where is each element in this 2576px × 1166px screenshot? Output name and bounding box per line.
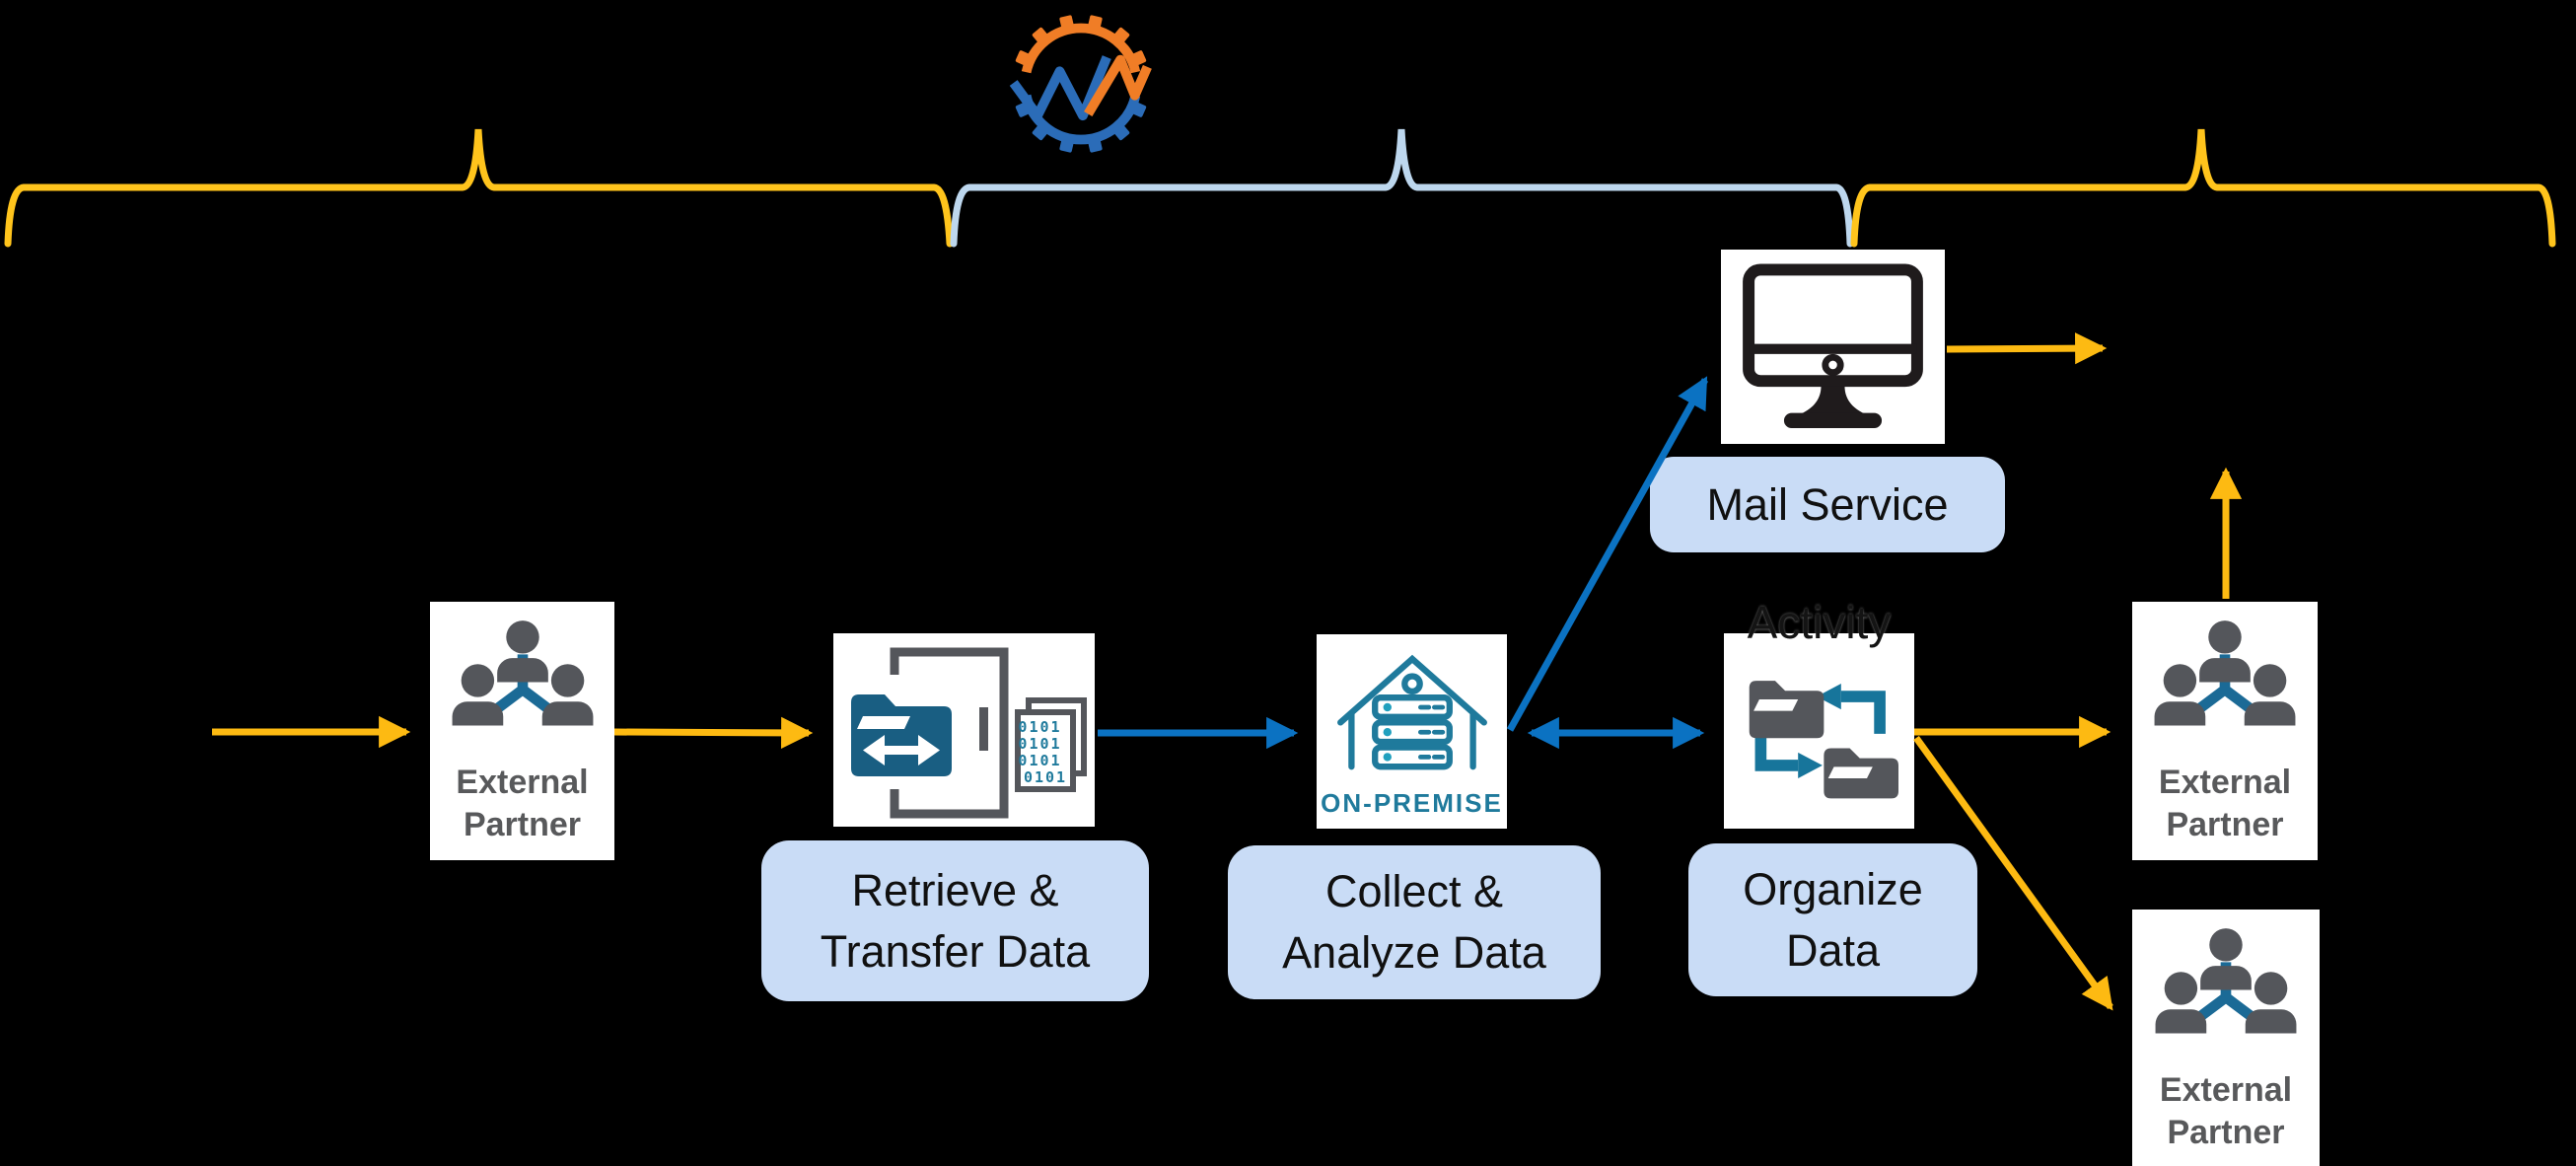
people-group-icon	[2154, 620, 2296, 726]
retrieve-transfer-label: Retrieve & Transfer Data	[761, 840, 1149, 1001]
mail-service-text: Mail Service	[1706, 478, 1949, 530]
binary-document-icon: 0101 0101 0101 0101	[1015, 697, 1087, 792]
brace-left-yellow	[4, 128, 954, 248]
mail-service-label: Mail Service	[1650, 457, 2005, 552]
binary-row: 0101	[1018, 735, 1061, 753]
external-partner-line1: External	[2158, 764, 2292, 801]
collect-line2: Analyze Data	[1282, 927, 1546, 978]
arrow-mail-service-out	[1946, 332, 2108, 365]
arrow-external-partner-to-retrieve	[613, 716, 814, 749]
collect-analyze-label: Collect & Analyze Data	[1228, 845, 1601, 999]
external-partner-line1: External	[2159, 1071, 2293, 1109]
retrieve-line2: Transfer Data	[820, 925, 1091, 977]
external-partner-right-top-box: External Partner	[2132, 602, 2318, 860]
external-partner-line1: External	[456, 764, 589, 801]
folder-icon	[1823, 748, 1898, 799]
external-partner-line2: Partner	[2166, 806, 2284, 843]
external-partner-line2: Partner	[463, 806, 582, 843]
arrow-organize-to-external-partner-bottom	[1913, 735, 2113, 1011]
external-partner-label: External Partner	[2160, 1069, 2292, 1154]
organize-data-box	[1724, 633, 1914, 829]
binary-row: 0101	[1018, 718, 1061, 736]
retrieve-line1: Retrieve &	[851, 864, 1059, 915]
folder-icon	[1749, 681, 1824, 739]
on-premise-box: ON-PREMISE	[1317, 634, 1507, 829]
external-partner-right-bottom-box: External Partner	[2132, 910, 2320, 1166]
organize-line1: Organize	[1743, 863, 1923, 914]
binary-row: 0101	[1018, 752, 1061, 769]
folder-move-icon	[1749, 681, 1898, 799]
people-group-icon	[452, 620, 593, 726]
retrieve-transfer-box: 0101 0101 0101 0101	[833, 633, 1095, 827]
activity-hidden-caption: Activity	[1747, 597, 1892, 648]
people-group-icon	[2155, 928, 2297, 1034]
brace-middle-light-blue	[950, 128, 1854, 248]
mail-service-box	[1721, 250, 1945, 444]
monitor-icon	[1743, 262, 1923, 428]
brace-right-yellow	[1850, 128, 2556, 248]
pulse-line-blue	[1009, 55, 1111, 121]
external-partner-left-box: External Partner	[430, 602, 614, 860]
arrow-on-premise-to-mail-service	[1506, 376, 1709, 732]
server-house-icon	[1336, 654, 1487, 770]
external-partner-label: External Partner	[456, 762, 588, 846]
door-transfer-icon: 0101 0101 0101 0101	[851, 647, 1087, 819]
organize-line2: Data	[1785, 924, 1881, 976]
collect-line1: Collect &	[1324, 866, 1504, 916]
organize-data-label: Organize Data	[1688, 843, 1977, 996]
svg-text:0101 0101: 0101 0101 0101 0101	[1018, 718, 1072, 786]
external-partner-line2: Partner	[2167, 1114, 2285, 1151]
gear-pulse-logo	[1009, 15, 1152, 153]
door-handle	[979, 707, 988, 751]
binary-row: 0101	[1024, 768, 1067, 786]
double-arrow	[863, 735, 940, 765]
on-premise-caption: ON-PREMISE	[1321, 788, 1503, 818]
pulse-line-orange	[1084, 54, 1152, 117]
external-partner-label: External Partner	[2159, 762, 2291, 846]
